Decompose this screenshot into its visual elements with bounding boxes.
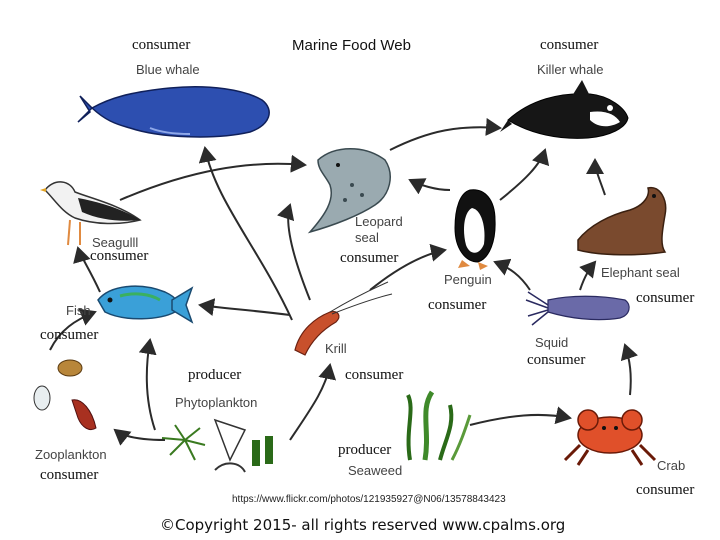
- arrow-penguin-to-killer-whale: [499, 148, 550, 201]
- role-zooplankton: consumer: [40, 467, 99, 483]
- label-blue-whale: Blue whale: [136, 62, 200, 77]
- arrow-crab-to-squid: [620, 343, 638, 396]
- arrow-leopard-seal-to-killer-whale: [389, 117, 502, 151]
- role-blue-whale: consumer: [132, 37, 191, 53]
- arrow-phyto-to-zooplankton: [113, 428, 166, 446]
- label-squid: Squid: [535, 335, 569, 350]
- role-leopard-seal: consumer: [340, 250, 399, 266]
- squid-drawing: [525, 291, 630, 326]
- diagram-title: Marine Food Web: [292, 37, 411, 54]
- arrow-squid-to-penguin: [493, 258, 531, 291]
- source-url: https://www.flickr.com/photos/121935927@…: [232, 494, 506, 505]
- label-elephant-seal: Elephant seal: [601, 265, 680, 280]
- label-leopard-seal-2: seal: [355, 230, 379, 245]
- role-phytoplankton: producer: [188, 367, 242, 383]
- label-seaweed: Seaweed: [348, 463, 403, 478]
- arrow-krill-to-fish: [198, 298, 291, 316]
- arrow-squid-to-elephant-seal: [579, 260, 597, 291]
- label-penguin: Penguin: [444, 272, 492, 287]
- role-seaweed: producer: [338, 442, 392, 458]
- arrow-krill-to-seal: [277, 203, 311, 301]
- leopard-seal-drawing: [307, 148, 391, 234]
- arrow-penguin-to-leopard-seal: [408, 178, 451, 195]
- role-crab: consumer: [636, 482, 695, 498]
- label-seagull: Seagulll: [92, 235, 139, 250]
- killer-whale-drawing: [500, 80, 629, 139]
- phytoplankton-drawing: [161, 418, 273, 473]
- label-krill: Krill: [325, 341, 347, 356]
- seaweed-drawing: [406, 390, 472, 461]
- arrow-phyto-to-krill: [289, 363, 337, 441]
- label-crab: Crab: [657, 458, 686, 473]
- role-krill: consumer: [428, 297, 487, 313]
- role-krill-lower: consumer: [345, 367, 404, 383]
- arrow-krill-to-penguin: [369, 243, 447, 291]
- arrow-zooplankton-to-fish: [49, 308, 97, 351]
- arrow-phyto-to-fish: [138, 338, 157, 431]
- krill-drawing: [294, 281, 393, 356]
- penguin-drawing: [454, 189, 496, 270]
- arrow-seagull-to-leopard-seal: [119, 154, 307, 201]
- elephant-seal-drawing: [577, 186, 667, 256]
- role-seagull: consumer: [90, 248, 149, 264]
- label-killer-whale: Killer whale: [537, 62, 604, 77]
- arrow-krill-to-blue-whale: [198, 146, 293, 321]
- label-fish: Fish: [66, 303, 91, 318]
- label-leopard-seal-1: Leopard: [355, 214, 403, 229]
- seagull-drawing: [40, 181, 142, 246]
- arrow-elephant-seal-to-killer-whale: [586, 158, 606, 196]
- role-fish: consumer: [40, 327, 99, 343]
- arrow-seaweed-to-crab: [469, 406, 572, 426]
- blue-whale-drawing: [77, 86, 270, 138]
- role-elephant-seal: consumer: [636, 290, 695, 306]
- arrow-fish-to-seagull: [73, 246, 101, 293]
- fish-drawing: [97, 285, 194, 324]
- copyright: ©Copyright 2015- all rights reserved www…: [160, 516, 566, 534]
- role-squid: consumer: [527, 352, 586, 368]
- label-phytoplankton: Phytoplankton: [175, 395, 258, 410]
- label-zooplankton: Zooplankton: [35, 447, 107, 462]
- crab-drawing: [563, 409, 657, 466]
- zooplankton-drawing: [33, 359, 97, 431]
- role-killer-whale: consumer: [540, 37, 599, 53]
